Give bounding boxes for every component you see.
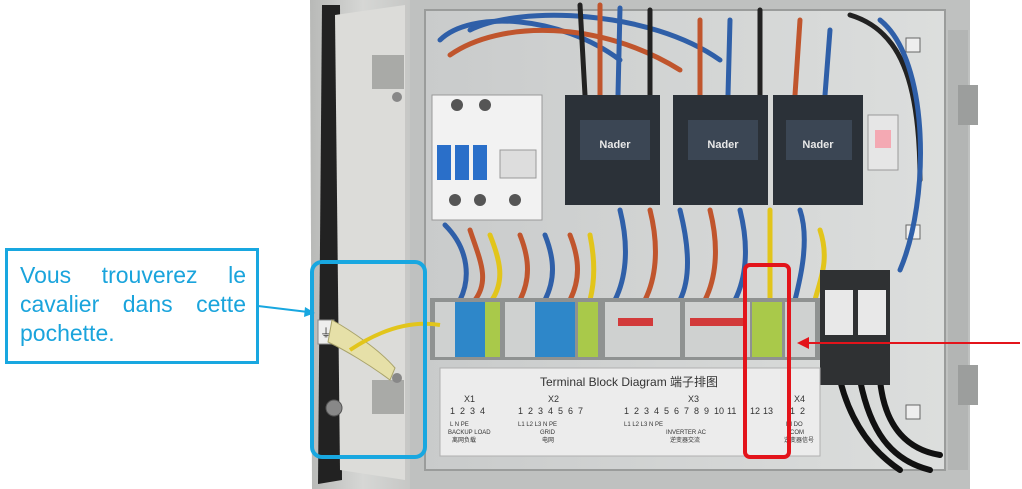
- svg-text:1: 1: [450, 406, 455, 416]
- svg-text:13: 13: [763, 406, 773, 416]
- svg-text:5: 5: [558, 406, 563, 416]
- svg-text:X4: X4: [794, 394, 805, 404]
- svg-text:3: 3: [470, 406, 475, 416]
- svg-text:L1 L2 L3 N PE: L1 L2 L3 N PE: [518, 422, 557, 428]
- svg-text:4: 4: [548, 406, 553, 416]
- svg-text:9: 9: [704, 406, 709, 416]
- callout-text: Vous trouverez le cavalier dans cette po…: [20, 262, 246, 346]
- group-x4: X4 1 2 DI DO COM 逆变器信号: [784, 394, 814, 444]
- svg-text:X1: X1: [464, 394, 475, 404]
- svg-text:电网: 电网: [542, 436, 554, 444]
- diagram-title: Terminal Block Diagram 端子排图: [540, 375, 718, 389]
- svg-text:2: 2: [528, 406, 533, 416]
- enclosure-door: ⏚: [310, 0, 416, 489]
- svg-text:L N PE: L N PE: [450, 422, 469, 428]
- jumper-pouch: [325, 319, 441, 417]
- svg-text:6: 6: [568, 406, 573, 416]
- svg-text:GRID: GRID: [540, 430, 556, 436]
- red-arrow: [797, 337, 1020, 349]
- contactors: Nader Nader Nader: [565, 95, 899, 205]
- svg-text:Nader: Nader: [599, 139, 631, 151]
- wiring: [437, 2, 943, 473]
- svg-text:逆变器信号: 逆变器信号: [784, 436, 814, 444]
- svg-text:5: 5: [664, 406, 669, 416]
- svg-text:2: 2: [800, 406, 805, 416]
- svg-text:L1 L2 L3 N: L1 L2 L3 N PE: [624, 422, 663, 428]
- svg-text:Nader: Nader: [802, 139, 834, 151]
- svg-text:3: 3: [538, 406, 543, 416]
- group-x2: X2 1 2 3 4 5 6 7 L1 L2 L3 N PE GRID 电网: [518, 394, 583, 444]
- circuit-breakers: [431, 94, 543, 221]
- svg-text:7: 7: [578, 406, 583, 416]
- blue-arrow: [257, 305, 315, 317]
- svg-text:4: 4: [480, 406, 485, 416]
- pouch-highlight-box: [310, 260, 427, 459]
- svg-text:2: 2: [460, 406, 465, 416]
- svg-text:1: 1: [518, 406, 523, 416]
- svg-text:12: 12: [750, 406, 760, 416]
- svg-text:BACKUP LOAD: BACKUP LOAD: [448, 430, 491, 436]
- svg-text:1: 1: [790, 406, 795, 416]
- svg-text:逆变器交流: 逆变器交流: [670, 436, 700, 444]
- svg-text:7: 7: [684, 406, 689, 416]
- group-x1: X1 1 2 3 4 L N PE BACKUP LOAD 离网负载: [448, 394, 491, 444]
- svg-text:COM: COM: [790, 430, 804, 436]
- svg-text:Nader: Nader: [707, 139, 739, 151]
- svg-text:11: 11: [727, 406, 736, 416]
- svg-text:3: 3: [644, 406, 649, 416]
- svg-text:DI DO: DI DO: [786, 422, 803, 428]
- terminal-blocks: [430, 270, 890, 385]
- svg-text:2: 2: [634, 406, 639, 416]
- svg-text:10: 10: [714, 406, 724, 416]
- svg-text:X3: X3: [688, 394, 699, 404]
- svg-text:1: 1: [624, 406, 629, 416]
- svg-text:8: 8: [694, 406, 699, 416]
- svg-text:离网负载: 离网负载: [452, 436, 476, 444]
- terminal-highlight-box: [743, 263, 791, 459]
- svg-text:4: 4: [654, 406, 659, 416]
- svg-text:6: 6: [674, 406, 679, 416]
- terminal-diagram-label: Terminal Block Diagram 端子排图 X1 1 2 3 4 L…: [439, 367, 821, 457]
- contactor-2: Nader: [673, 95, 768, 205]
- jumper-callout: Vous trouverez le cavalier dans cette po…: [5, 248, 259, 364]
- contactor-1: Nader: [565, 95, 660, 205]
- contactor-3: Nader: [773, 95, 863, 205]
- svg-text:INVERTER AC: INVERTER AC: [666, 430, 707, 436]
- group-x3: X3 1 2 3 4 5 6 7 8 9 10 11 12 13 L1 L2 L…: [624, 394, 773, 444]
- svg-text:X2: X2: [548, 394, 559, 404]
